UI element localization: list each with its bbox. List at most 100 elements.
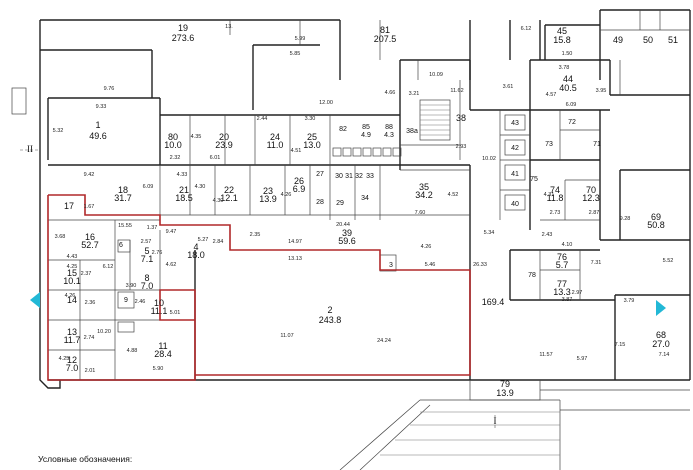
room-number: 43 xyxy=(511,120,519,127)
dimension: 1.50 xyxy=(562,51,573,57)
dimension: 9.28 xyxy=(620,216,631,222)
legend-title: Условные обозначения: xyxy=(38,454,132,464)
dimension: 2.97 xyxy=(572,290,583,296)
room-number: 78 xyxy=(528,272,536,279)
dimension: 4.62 xyxy=(166,262,177,268)
room-number: 44 xyxy=(563,74,573,84)
room-number: 20 xyxy=(219,132,229,142)
room-area: 7.1 xyxy=(141,254,154,264)
dimension: 7.15 xyxy=(615,342,626,348)
dimension: 4.33 xyxy=(177,172,188,178)
dimension: 4.26 xyxy=(281,192,292,198)
room-area: 23.9 xyxy=(215,140,233,150)
dimension: 13. xyxy=(225,24,233,30)
dimension: 1.37 xyxy=(147,225,158,231)
dimension: 13.13 xyxy=(288,256,302,262)
dimension: 4.25 xyxy=(67,264,78,270)
room-number: 28 xyxy=(316,199,324,206)
room-number: 69 xyxy=(651,212,661,222)
room-area: 28.4 xyxy=(154,349,172,359)
room-number: 4 xyxy=(193,242,198,252)
dimension: 6.09 xyxy=(143,184,154,190)
room-number: 1 xyxy=(95,120,100,130)
room-number: 24 xyxy=(270,132,280,142)
room-number: 40 xyxy=(511,201,519,208)
room-number: 25 xyxy=(307,132,317,142)
room-area: 4.3 xyxy=(384,132,394,139)
axis-label-ii: II xyxy=(27,144,33,154)
dimension: 2.46 xyxy=(135,299,146,305)
room-number: 18 xyxy=(118,185,128,195)
dimension: 3.95 xyxy=(596,88,607,94)
room-area: 13.9 xyxy=(259,194,277,204)
dimension: 2.44 xyxy=(257,116,268,122)
dimension: 5.27 xyxy=(198,237,209,243)
dimension: 4.51 xyxy=(291,148,302,154)
dimension: 3.30 xyxy=(305,116,316,122)
dimension: 7.31 xyxy=(591,260,602,266)
room-area: 12.1 xyxy=(220,193,238,203)
dimension: 3.79 xyxy=(624,298,635,304)
room-area: 207.5 xyxy=(374,34,397,44)
room-number: 29 xyxy=(336,200,344,207)
dimension: 4.10 xyxy=(562,242,573,248)
room-number: 12 xyxy=(67,355,77,365)
entrance-steps xyxy=(11,87,690,470)
room-area: 5.7 xyxy=(556,260,569,270)
dimension: 4.88 xyxy=(127,348,138,354)
room-number: 38a xyxy=(406,128,418,135)
room-number: 10 xyxy=(154,298,164,308)
room-number: 32 xyxy=(355,173,363,180)
dimension: 1.67 xyxy=(84,204,95,210)
room-number: 22 xyxy=(224,185,234,195)
dimension: 10.02 xyxy=(482,156,496,162)
dimension: 6.01 xyxy=(210,155,221,161)
dimension: 26.33 xyxy=(473,262,487,268)
room-number: 3 xyxy=(389,262,393,269)
room-area: 12.3 xyxy=(582,193,600,203)
room-number: 88 xyxy=(385,124,393,131)
corridor-area: 169.4 xyxy=(482,297,505,307)
interior-walls xyxy=(48,10,690,380)
dimension: 4.26 xyxy=(421,244,432,250)
dimension: 9.42 xyxy=(84,172,95,178)
room-number: 27 xyxy=(316,171,324,178)
room-number: 39 xyxy=(342,228,352,238)
dimension: 4.57 xyxy=(546,92,557,98)
room-number: 11 xyxy=(158,341,167,351)
room-number: 76 xyxy=(557,252,567,262)
dimension: 2.35 xyxy=(250,232,261,238)
previous-arrow-icon[interactable] xyxy=(30,292,40,308)
dimension: 3.87 xyxy=(562,297,573,303)
next-arrow-icon[interactable] xyxy=(656,300,666,316)
room-area: 10.0 xyxy=(164,140,182,150)
room-area: 243.8 xyxy=(319,315,342,325)
dimension: 20.44 xyxy=(336,222,350,228)
room-number: 6 xyxy=(119,242,123,249)
room-number: 68 xyxy=(656,330,666,340)
room-number: 13 xyxy=(67,327,77,337)
dimension: 2.36 xyxy=(85,300,96,306)
dimension: 7.14 xyxy=(659,352,670,358)
dimension: 4.52 xyxy=(448,192,459,198)
dimension: 4.30 xyxy=(213,198,224,204)
dimension: 2.57 xyxy=(141,239,152,245)
room-area: 7.0 xyxy=(141,281,154,291)
room-number: 72 xyxy=(568,119,576,126)
room-number: 82 xyxy=(339,126,347,133)
room-number: 19 xyxy=(178,23,188,33)
dimension: 14.97 xyxy=(288,239,302,245)
dimension: 2.01 xyxy=(85,368,96,374)
room-area: 15.8 xyxy=(553,35,571,45)
room-area: 18.0 xyxy=(187,250,205,260)
dimension: 4.66 xyxy=(385,90,396,96)
room-area: 59.6 xyxy=(338,236,356,246)
dimension-labels: 13. 5.85 5.99 6.12 1.50 3.78 6.09 9.76 9… xyxy=(53,24,674,374)
dimension: 4.43 xyxy=(67,254,78,260)
room-number: 81 xyxy=(380,25,390,35)
room-area: 52.7 xyxy=(81,240,99,250)
dimension: 4.31 xyxy=(544,192,555,198)
room-number: 16 xyxy=(85,232,95,242)
room-area: 4.9 xyxy=(361,132,371,139)
room-area: 31.7 xyxy=(114,193,132,203)
